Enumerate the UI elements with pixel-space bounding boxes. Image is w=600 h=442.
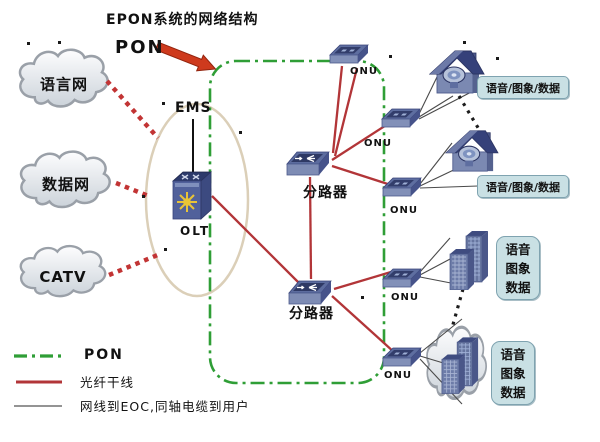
legend-item-pon: PON bbox=[12, 347, 124, 363]
onu-label-1: ONU bbox=[350, 66, 378, 77]
legend-item-fiber: 光纤干线 bbox=[14, 372, 134, 391]
pon-arrow-label: PON bbox=[115, 37, 165, 58]
ems-label: EMS bbox=[175, 100, 212, 116]
subscriber-drop-lines bbox=[418, 76, 480, 405]
legend-line-pon bbox=[14, 354, 62, 358]
callout-line: 图象 bbox=[505, 260, 531, 276]
cloud-label-voice: 语言网 bbox=[39, 75, 89, 94]
legend-label-eoc: 网线到EOC,同轴电缆到用户 bbox=[80, 399, 250, 414]
onu-icon-1 bbox=[328, 40, 370, 71]
onu-label-2: ONU bbox=[364, 138, 392, 149]
cloud-label-data: 数据网 bbox=[41, 175, 91, 194]
fiber-trunk-lines bbox=[211, 65, 396, 354]
subscriber-callout-1: 语音/图象/数据 bbox=[477, 76, 569, 99]
callout-line: 数据 bbox=[500, 384, 526, 400]
pon-boundary-box bbox=[208, 59, 386, 385]
subscriber-callout-3: 语音 图象 数据 bbox=[496, 236, 540, 300]
building-icon-2 bbox=[440, 334, 480, 398]
onu-label-4: ONU bbox=[391, 292, 419, 303]
building-icon-1 bbox=[448, 228, 490, 294]
subscriber-callout-2: 语音/图象/数据 bbox=[477, 175, 569, 198]
onu-icon-3 bbox=[381, 173, 423, 204]
diagram-title: EPON系统的网络结构 bbox=[106, 12, 259, 28]
legend-item-eoc: 网线到EOC,同轴电缆到用户 bbox=[12, 396, 249, 415]
olt-label: OLT bbox=[180, 224, 211, 238]
splitter-label-2: 分路器 bbox=[289, 306, 334, 322]
onu-label-3: ONU bbox=[390, 205, 418, 216]
onu-label-5: ONU bbox=[384, 370, 412, 381]
legend-line-fiber bbox=[16, 380, 62, 383]
legend-line-eoc bbox=[14, 404, 62, 407]
legend-label-pon: PON bbox=[84, 347, 124, 363]
onu-icon-2 bbox=[380, 104, 422, 135]
house-icon-1 bbox=[428, 46, 485, 100]
callout-line: 语音 bbox=[500, 346, 526, 362]
cloud-office-links bbox=[105, 79, 161, 278]
pon-arrow bbox=[154, 41, 217, 72]
splitter-label-1: 分路器 bbox=[303, 185, 348, 201]
callout-line: 图象 bbox=[500, 365, 526, 381]
speck-dots bbox=[27, 41, 499, 299]
house-icon-2 bbox=[444, 126, 500, 178]
onu-icon-4 bbox=[381, 264, 423, 295]
splitter-icon-2 bbox=[287, 275, 333, 313]
olt-device-icon bbox=[170, 169, 213, 229]
splitter-icon-1 bbox=[285, 146, 331, 184]
callout-line: 语音 bbox=[505, 241, 531, 257]
subscriber-callout-4: 语音 图象 数据 bbox=[491, 341, 535, 405]
subscriber-dotted-links bbox=[450, 95, 482, 329]
callout-line: 数据 bbox=[505, 279, 531, 295]
central-office-ellipse bbox=[144, 102, 250, 298]
legend-label-fiber: 光纤干线 bbox=[80, 375, 135, 390]
cloud-label-catv: CATV bbox=[39, 268, 87, 286]
onu-icon-5 bbox=[381, 343, 423, 374]
